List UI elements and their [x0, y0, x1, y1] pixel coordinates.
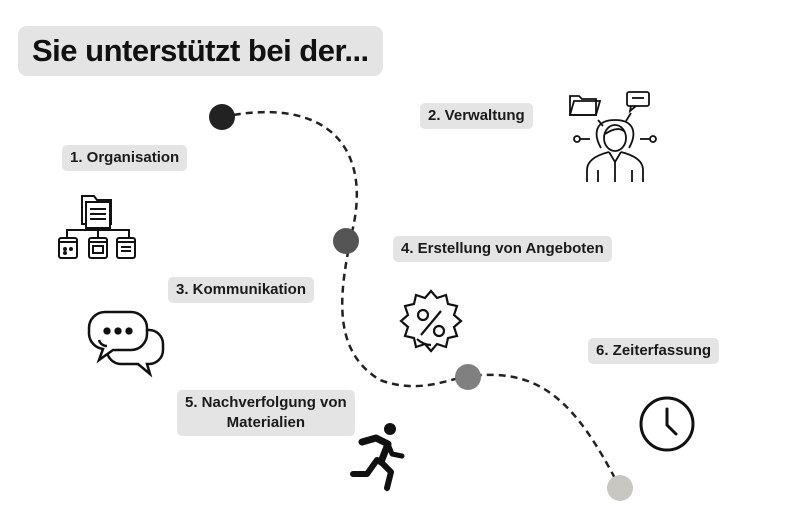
clock-icon: [639, 396, 695, 452]
org-chart-folders-icon: [58, 195, 136, 259]
percent-badge-icon: [399, 289, 463, 353]
page-title: Sie unterstützt bei der...: [18, 26, 383, 76]
running-person-icon: [350, 423, 405, 491]
step-label-angebote: 4. Erstellung von Angeboten: [393, 236, 612, 262]
path-node-4: [607, 475, 633, 501]
path-node-2: [333, 228, 359, 254]
step-label-line2: Materialien: [226, 414, 306, 431]
step-label-line1: 5. Nachverfolgung von: [185, 394, 347, 411]
step-label-zeiterfassung: 6. Zeiterfassung: [588, 338, 720, 364]
step-label-verwaltung: 2. Verwaltung: [420, 103, 533, 129]
dashed-path-line: [221, 111, 622, 489]
step-label-organisation: 1. Organisation: [62, 145, 188, 171]
path-node-3: [455, 364, 481, 390]
person-with-folder-and-chat-icon: [568, 91, 657, 182]
chat-bubbles-icon: [87, 310, 165, 378]
path-node-1: [209, 104, 235, 130]
step-label-nachverfolgung: 5. Nachverfolgung von Materialien: [177, 390, 355, 436]
step-label-kommunikation: 3. Kommunikation: [168, 277, 315, 303]
